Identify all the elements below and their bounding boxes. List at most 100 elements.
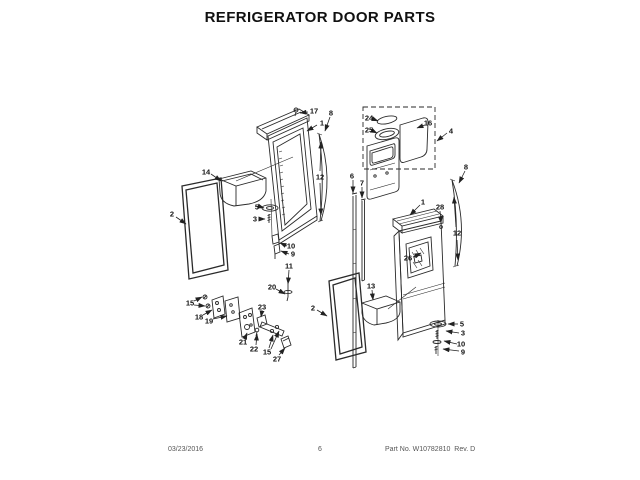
leader-line-2: [175, 216, 187, 225]
callout-4: 4: [449, 127, 454, 136]
leader-line-26: [412, 252, 422, 259]
callout-14: 14: [202, 168, 211, 177]
leader-line-25: [370, 127, 378, 134]
callout-3: 3: [253, 215, 257, 224]
left-top-screw: [293, 107, 299, 117]
callout-2: 2: [311, 304, 315, 313]
left-door-top-cap: [256, 108, 310, 141]
callout-12: 12: [453, 229, 461, 238]
leader-line-4: [436, 132, 448, 142]
callout-8: 8: [329, 109, 333, 118]
callout-5: 5: [460, 320, 464, 329]
leader-line-22: [253, 333, 259, 346]
leader-line-28: [437, 210, 443, 224]
leader-line-12: [318, 141, 324, 172]
callout-17: 17: [310, 107, 318, 116]
leader-line-19: [212, 314, 228, 320]
left-bottom-hinge: [261, 198, 281, 259]
leader-line-27: [278, 347, 286, 356]
leader-line-15: [268, 334, 274, 349]
leader-line-12: [451, 196, 457, 228]
leader-line-13: [369, 289, 375, 301]
callout-15: 15: [186, 299, 194, 308]
leader-line-10: [279, 242, 288, 248]
callout-10: 10: [457, 340, 465, 349]
leader-line-18: [202, 309, 213, 316]
callout-18: 18: [195, 313, 203, 322]
leader-line-16: [416, 123, 426, 129]
page-footer: 03/23/2016 6 Part No. W10782810 Rev. D: [0, 446, 640, 460]
leader-line-15: [193, 296, 203, 303]
leader-line-21: [242, 332, 248, 340]
callout-25: 25: [365, 126, 373, 135]
footer-part-info: Part No. W10782810 Rev. D: [385, 446, 475, 453]
callout-2: 2: [170, 210, 174, 219]
callout-21: 21: [239, 338, 247, 347]
callout-13: 13: [367, 282, 375, 291]
leader-line-3: [445, 329, 460, 335]
leader-line-1: [306, 124, 318, 132]
footer-page-number: 6: [318, 446, 322, 453]
leader-line-2: [316, 309, 328, 317]
leader-line-14: [210, 173, 222, 182]
callout-12: 12: [316, 173, 324, 182]
leader-line-15: [193, 302, 206, 308]
hinge-rod-short: [360, 198, 366, 282]
right-bottom-hinge: [429, 320, 447, 354]
left-door-bin: [218, 170, 267, 207]
callout-28: 28: [436, 203, 444, 212]
right-door-gasket: [328, 272, 367, 361]
callout-7: 7: [360, 179, 364, 188]
callout-19: 19: [205, 317, 213, 326]
callout-24: 24: [365, 114, 374, 123]
callout-15: 15: [263, 348, 271, 357]
hinge-rod-long: [351, 192, 358, 369]
callout-11: 11: [285, 262, 293, 271]
left-alignment-line: [235, 156, 294, 182]
leader-line-23: [259, 310, 265, 318]
callout-1: 1: [421, 198, 425, 207]
callout-20: 20: [268, 283, 276, 292]
footer-revision: Rev. D: [454, 446, 476, 453]
leader-line-17: [299, 109, 309, 115]
callout-26: 26: [404, 254, 412, 263]
callout-9: 9: [461, 348, 465, 357]
left-door-gasket: [181, 177, 229, 280]
leader-line-9: [442, 347, 460, 353]
footer-part-number: Part No. W10782810: [385, 446, 451, 453]
left-door-panel: [267, 117, 318, 245]
footer-date: 03/23/2016: [168, 446, 204, 453]
page-title: REFRIGERATOR DOOR PARTS: [204, 9, 436, 26]
leader-line-5: [257, 203, 265, 209]
callout-6: 6: [350, 172, 354, 181]
callout-3: 3: [461, 329, 465, 338]
callout-22: 22: [250, 345, 258, 354]
leader-line-12: [318, 182, 324, 216]
callout-10: 10: [287, 242, 295, 251]
right-alignment-line: [387, 286, 417, 310]
leader-line-11: [285, 269, 291, 285]
right-door-top-cap: [391, 208, 445, 234]
callout-9: 9: [291, 250, 295, 259]
leader-line-10: [443, 340, 458, 345]
right-door-bin: [361, 295, 401, 326]
callout-8: 8: [464, 163, 468, 172]
leader-line-8: [458, 170, 466, 184]
callout-5: 5: [255, 203, 259, 212]
leader-line-12: [455, 239, 461, 261]
dispenser-housing: [366, 137, 400, 200]
leader-line-24: [371, 116, 379, 122]
leader-line-8: [324, 116, 331, 132]
detail-box-parts: [374, 115, 429, 163]
left-hinge-pin: [283, 282, 293, 302]
leader-line-15: [270, 330, 280, 350]
callout-27: 27: [273, 355, 281, 364]
callout-1: 1: [320, 119, 324, 128]
leader-line-9: [280, 250, 290, 256]
callout-16: 16: [424, 119, 432, 128]
callout-23: 23: [258, 303, 266, 312]
leader-line-1: [409, 204, 421, 216]
